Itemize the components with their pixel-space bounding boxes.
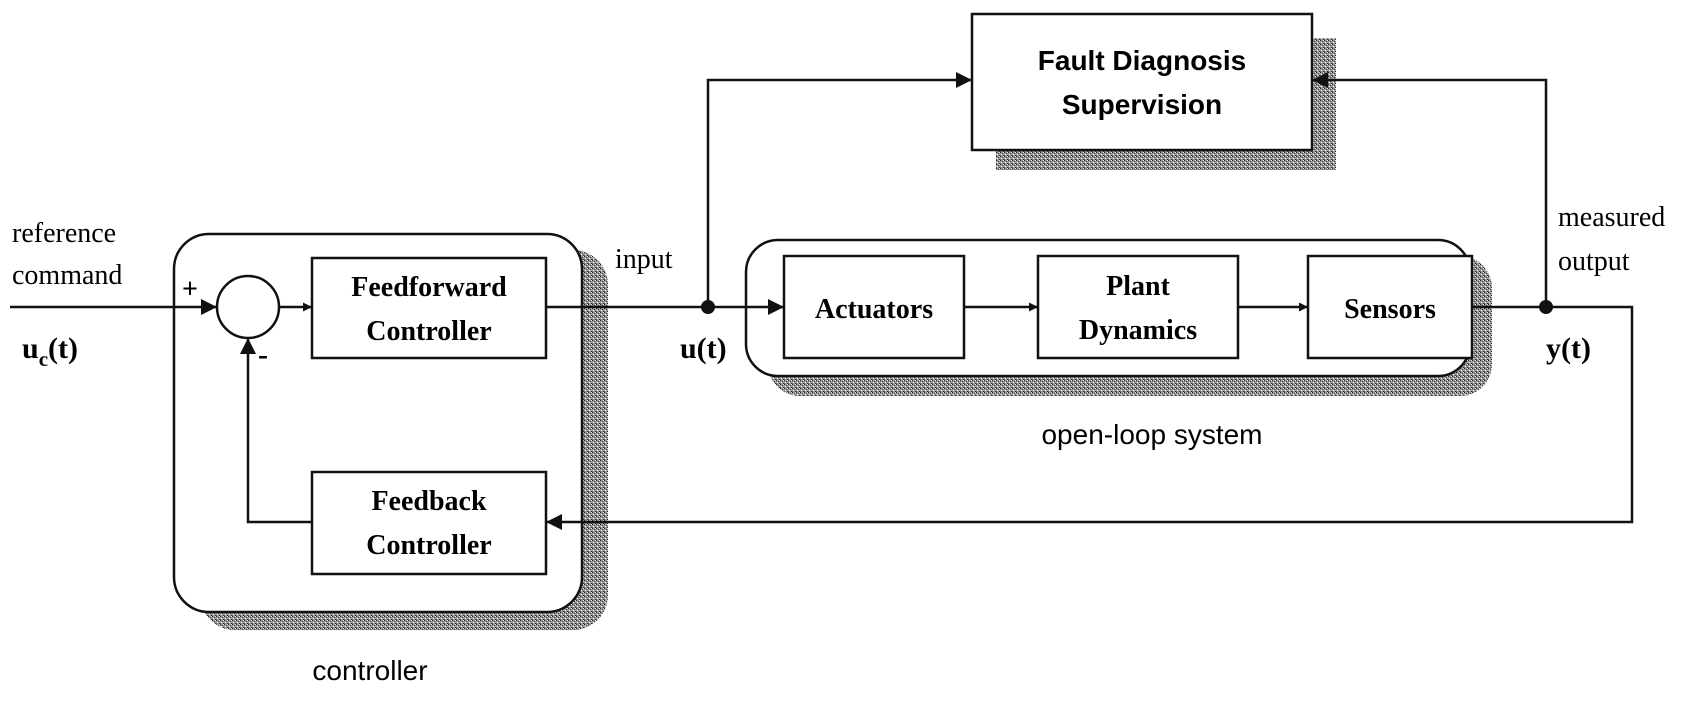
open-loop-system-label: open-loop system bbox=[1041, 419, 1262, 450]
actuators-label: Actuators bbox=[815, 294, 933, 325]
fault-label-line2: Supervision bbox=[1062, 89, 1222, 120]
plant-label-line2: Dynamics bbox=[1079, 315, 1197, 346]
feedback-to-sum-wire bbox=[240, 338, 312, 524]
feedback-label-line1: Feedback bbox=[371, 486, 487, 517]
input-to-fault-wire bbox=[706, 72, 972, 307]
summing-junction bbox=[215, 274, 281, 340]
feedforward-label-line1: Feedforward bbox=[351, 272, 507, 303]
y-t-label: y(t) bbox=[1546, 332, 1591, 365]
reference-label-line1: reference bbox=[12, 218, 116, 249]
uc-label-u: u bbox=[22, 332, 39, 365]
input-junction-dot bbox=[701, 300, 715, 314]
u-t-label: u(t) bbox=[680, 332, 727, 365]
sensors-label: Sensors bbox=[1344, 294, 1436, 325]
plant-label-line1: Plant bbox=[1106, 271, 1170, 302]
input-label: input bbox=[615, 244, 673, 275]
output-junction-dot bbox=[1539, 300, 1553, 314]
uc-label-t: (t) bbox=[48, 332, 78, 365]
uc-label: uc(t) bbox=[22, 332, 78, 371]
output-to-fault-wire bbox=[1312, 72, 1548, 307]
sensors-block bbox=[1306, 254, 1474, 360]
feedforward-controller-block bbox=[310, 256, 548, 360]
measured-label-line2: output bbox=[1558, 246, 1630, 277]
reference-label-line2: command bbox=[12, 260, 122, 291]
uc-label-subscript: c bbox=[39, 347, 48, 371]
fault-diagnosis-block bbox=[970, 12, 1314, 152]
output-feedback-wire bbox=[546, 305, 1634, 530]
fault-label-line1: Fault Diagnosis bbox=[1038, 45, 1246, 76]
minus-sign: - bbox=[258, 338, 268, 371]
plus-sign: + bbox=[182, 274, 198, 305]
feedforward-label-line2: Controller bbox=[366, 316, 491, 347]
controller-group-label: controller bbox=[312, 655, 427, 686]
feedback-label-line2: Controller bbox=[366, 530, 491, 561]
measured-label-line1: measured bbox=[1558, 202, 1665, 233]
